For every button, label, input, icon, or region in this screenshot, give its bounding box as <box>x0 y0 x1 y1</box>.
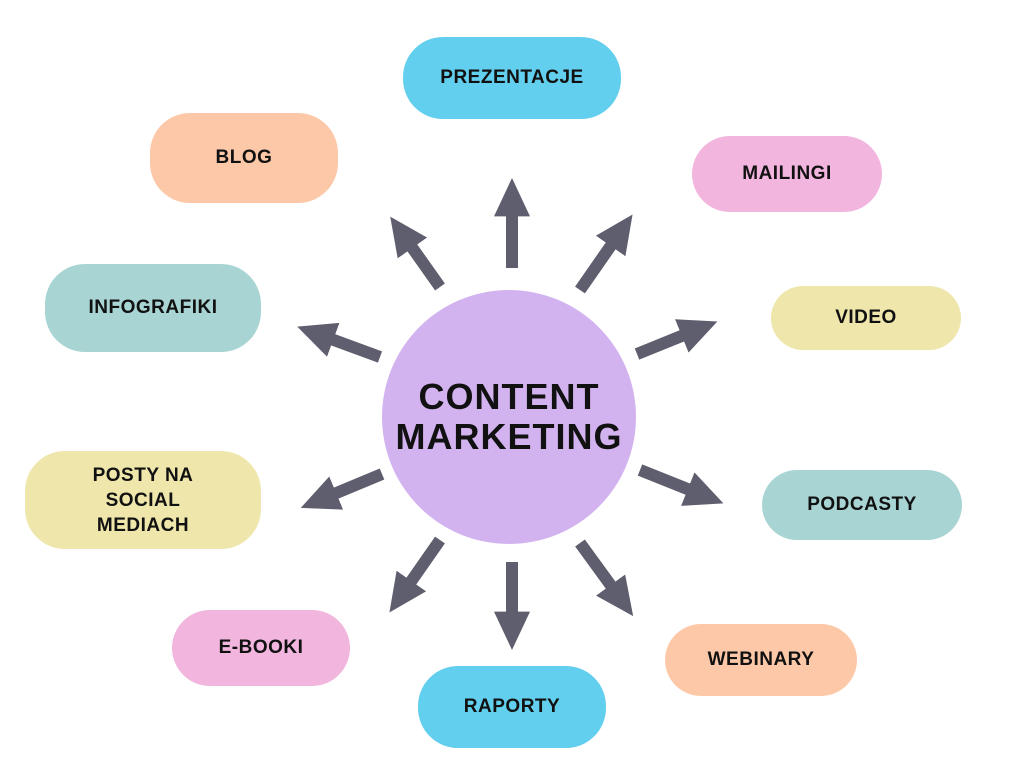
arrow-right-upper <box>634 319 718 360</box>
node-label-line2: SOCIAL <box>105 489 181 511</box>
arrow-up-left <box>390 216 445 291</box>
arrow-left-lower <box>300 468 385 510</box>
arrow-right-lower <box>637 464 724 506</box>
node-raporty: RAPORTY <box>418 666 606 748</box>
node-podcasty: PODCASTY <box>762 470 962 540</box>
node-label: RAPORTY <box>463 696 561 717</box>
center-label-line1: CONTENT <box>418 376 600 417</box>
node-e-booki: E-BOOKI <box>172 610 350 686</box>
arrow-down-right <box>575 539 634 617</box>
node-label-line1: POSTY NA <box>92 464 194 486</box>
node-label: MAILINGI <box>742 163 832 184</box>
node-webinary: WEBINARY <box>665 624 857 696</box>
node-label: PREZENTACJE <box>440 67 584 88</box>
node-prezentacje: PREZENTACJE <box>403 37 621 119</box>
arrow-down-left <box>389 536 445 613</box>
node-label: BLOG <box>215 147 273 168</box>
arrow-left-upper <box>297 322 383 363</box>
node-label: WEBINARY <box>707 649 815 670</box>
node-blog: BLOG <box>150 113 338 203</box>
node-label: VIDEO <box>835 307 897 328</box>
node-label: E-BOOKI <box>218 637 304 658</box>
node-infografiki: INFOGRAFIKI <box>45 264 261 352</box>
center-node-content-marketing: CONTENT MARKETING <box>382 290 636 544</box>
node-posty-na-social-mediach: POSTY NA SOCIAL MEDIACH <box>25 451 261 549</box>
node-label: PODCASTY <box>807 494 917 515</box>
node-video: VIDEO <box>771 286 961 350</box>
arrow-up-right <box>575 214 633 294</box>
node-mailingi: MAILINGI <box>692 136 882 212</box>
node-label: INFOGRAFIKI <box>88 297 218 318</box>
node-label-line3: MEDIACH <box>96 514 190 536</box>
center-label-line2: MARKETING <box>395 416 623 457</box>
